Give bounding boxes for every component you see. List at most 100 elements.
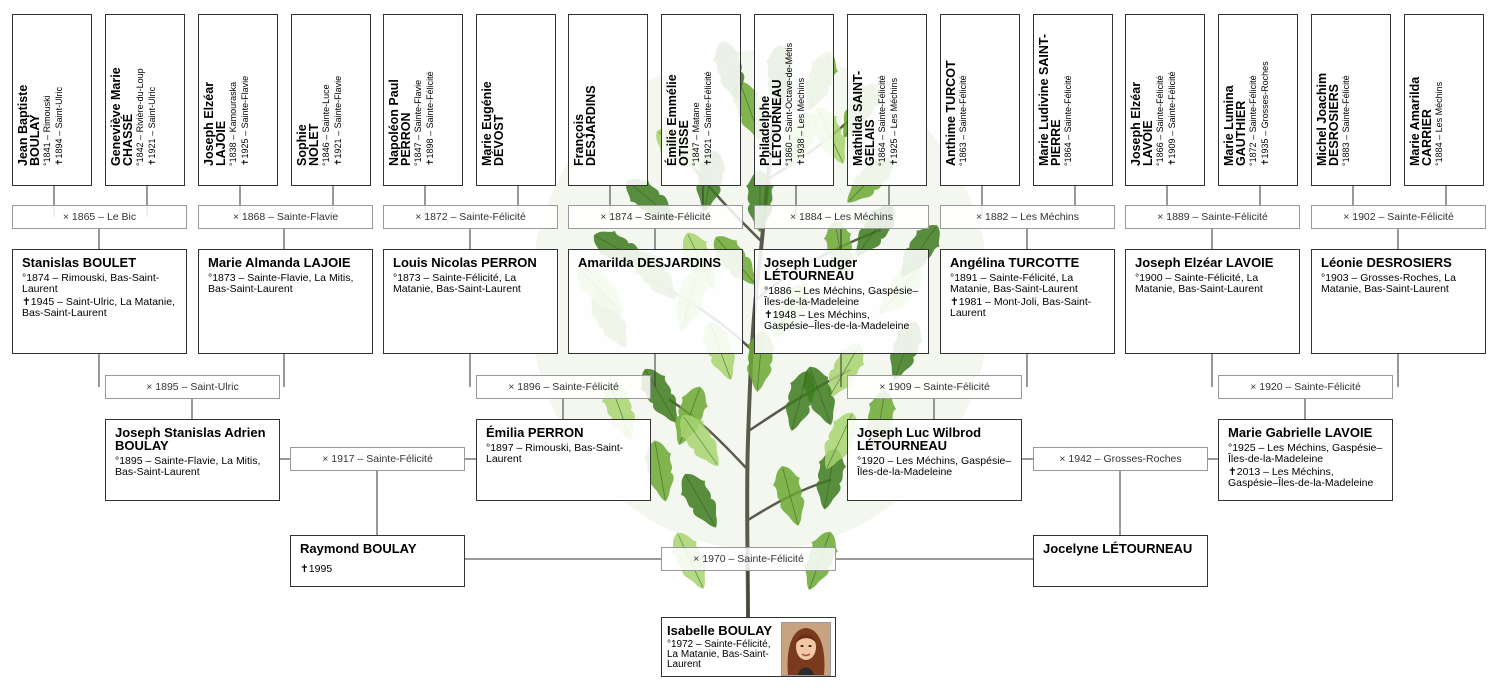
marriage-label: × 1902 – Sainte-Félicité — [1311, 205, 1486, 229]
birth-info: °1886 – Les Méchins, Gaspésie–Îles-de-la… — [764, 285, 919, 308]
person-card-leonie-desrosiers[interactable]: Léonie DESROSIERS °1903 – Grosses-Roches… — [1311, 249, 1486, 354]
person-card-joseph-elzear-lavoie-jr[interactable]: Joseph Elzéar LAVOIE °1900 – Sainte-Féli… — [1125, 249, 1300, 354]
birth-info: °1874 – Rimouski, Bas-Saint-Laurent — [22, 272, 160, 295]
birth-info: °1873 – Sainte-Flavie, La Mitis, Bas-Sai… — [208, 272, 354, 295]
death-info: ✝1898 – Sainte-Félicité — [425, 71, 435, 166]
birth-info: °1900 – Sainte-Félicité, La Matanie, Bas… — [1135, 272, 1263, 295]
person-name: Émilia PERRON — [486, 425, 584, 440]
person-card-mathilda-saint-gelais[interactable]: Mathilda SAINT-GELAIS°1864 – Sainte-Féli… — [847, 14, 927, 186]
person-card-stanislas-boulet[interactable]: Stanislas BOULET °1874 – Rimouski, Bas-S… — [12, 249, 187, 354]
death-info: ✝2013 – Les Méchins, Gaspésie–Îles-de-la… — [1228, 466, 1374, 489]
birth-info: °1883 – Sainte-Félicité — [1341, 75, 1351, 166]
person-name: Stanislas BOULET — [22, 255, 137, 270]
oak-leaf — [680, 414, 719, 467]
death-info: ✝1935 – Grosses-Roches — [1260, 61, 1270, 166]
person-card-marie-ludivine-saint-pierre[interactable]: Marie Ludivine SAINT-PIERRE°1864 – Saint… — [1033, 14, 1113, 186]
marriage-label: × 1909 – Sainte-Félicité — [847, 375, 1022, 399]
birth-info: °1897 – Rimouski, Bas-Saint-Laurent — [486, 442, 624, 465]
person-card-marie-almanda-lajoie[interactable]: Marie Almanda LAJOIE °1873 – Sainte-Flav… — [198, 249, 373, 354]
person-card-joseph-stanislas-adrien-boulay[interactable]: Joseph Stanislas Adrien BOULAY °1895 – S… — [105, 419, 280, 501]
marriage-label: × 1889 – Sainte-Félicité — [1125, 205, 1300, 229]
person-card-amarilda-desjardins[interactable]: Amarilda DESJARDINS — [568, 249, 743, 354]
birth-info: °1925 – Les Méchins, Gaspésie–Îles-de-la… — [1228, 442, 1383, 465]
death-info: ✝1945 – Saint-Ulric, La Matanie, Bas-Sai… — [22, 296, 175, 319]
person-name: Joseph Luc Wilbrod LÉTOURNEAU — [857, 425, 982, 453]
person-name: Joseph Elzéar LAVOIE — [1135, 255, 1274, 270]
person-card-louis-nicolas-perron[interactable]: Louis Nicolas PERRON °1873 – Sainte-Féli… — [383, 249, 558, 354]
person-name: Jocelyne LÉTOURNEAU — [1043, 541, 1193, 556]
birth-info: °1903 – Grosses-Roches, La Matanie, Bas-… — [1321, 272, 1456, 295]
person-name: Marie Almanda LAJOIE — [208, 255, 351, 270]
death-info: ✝1995 — [300, 563, 333, 575]
marriage-label: × 1884 – Les Méchins — [754, 205, 929, 229]
birth-info: °1847 – Matane — [691, 102, 701, 166]
marriage-label: × 1865 – Le Bic — [12, 205, 187, 229]
oak-leaf — [680, 473, 717, 528]
person-card-isabelle-boulay[interactable]: Isabelle BOULAY °1972 – Sainte-Félicité,… — [661, 617, 836, 677]
person-name: Amarilda DESJARDINS — [578, 255, 722, 270]
person-name: François DESJARDINS — [572, 85, 598, 166]
marriage-label: × 1868 – Sainte-Flavie — [198, 205, 373, 229]
oak-leaf — [828, 343, 865, 398]
person-name: Anthime TURCOT — [944, 60, 958, 166]
marriage-label: × 1882 – Les Méchins — [940, 205, 1115, 229]
person-card-angelina-turcotte[interactable]: Angélina TURCOTTE °1891 – Sainte-Félicit… — [940, 249, 1115, 354]
birth-info: °1891 – Sainte-Félicité, La Matanie, Bas… — [950, 272, 1078, 295]
marriage-label: × 1896 – Sainte-Félicité — [476, 375, 651, 399]
person-card-jocelyne-letourneau[interactable]: Jocelyne LÉTOURNEAU — [1033, 535, 1208, 587]
marriage-label: × 1920 – Sainte-Félicité — [1218, 375, 1393, 399]
person-card-francois-desjardins[interactable]: François DESJARDINS — [568, 14, 648, 186]
person-card-joseph-elzear-lavoie[interactable]: Joseph Elzéar LAVOIE°1866 – Sainte-Félic… — [1125, 14, 1205, 186]
death-info: ✝1909 – Sainte-Félicité — [1167, 71, 1177, 166]
birth-info: °1841 – Rimouski — [42, 95, 52, 166]
person-name: Mathilda SAINT-GELAIS — [851, 70, 877, 166]
person-name: Joseph Stanislas Adrien BOULAY — [115, 425, 266, 453]
person-card-anthime-turcot[interactable]: Anthime TURCOT°1863 – Sainte-Félicité — [940, 14, 1020, 186]
person-name: Marie Gabrielle LAVOIE — [1228, 425, 1373, 440]
person-card-joseph-ludger-letourneau[interactable]: Joseph Ludger LÉTOURNEAU °1886 – Les Méc… — [754, 249, 929, 354]
marriage-label: × 1970 – Sainte-Félicité — [661, 547, 836, 571]
person-name: Joseph Elzéar LAVOIE — [1129, 81, 1155, 166]
death-info: ✝1894 – Saint-Ulric — [54, 86, 64, 166]
death-info: ✝1981 – Mont-Joli, Bas-Saint-Laurent — [950, 296, 1092, 319]
marriage-label: × 1895 – Saint-Ulric — [105, 375, 280, 399]
birth-info: °1873 – Sainte-Félicité, La Matanie, Bas… — [393, 272, 521, 295]
marriage-label: × 1874 – Sainte-Félicité — [568, 205, 743, 229]
birth-info: °1864 – Sainte-Félicité — [1063, 75, 1073, 166]
birth-info: °1863 – Sainte-Félicité — [958, 75, 968, 166]
person-card-raymond-boulay[interactable]: Raymond BOULAY ✝1995 — [290, 535, 465, 587]
birth-info: °1920 – Les Méchins, Gaspésie–Îles-de-la… — [857, 455, 1012, 478]
person-card-emilia-perron[interactable]: Émilia PERRON °1897 – Rimouski, Bas-Sain… — [476, 419, 651, 501]
death-info: ✝1925 – Sainte-Flavie — [240, 75, 250, 166]
tree-branch — [668, 398, 750, 472]
person-name: Joseph Ludger LÉTOURNEAU — [764, 255, 858, 283]
death-info: ✝1925 – Les Méchins — [889, 77, 899, 166]
oak-leaf — [643, 440, 674, 502]
person-card-joseph-luc-wilbrod-letourneau[interactable]: Joseph Luc Wilbrod LÉTOURNEAU °1920 – Le… — [847, 419, 1022, 501]
birth-info: °1895 – Sainte-Flavie, La Mitis, Bas-Sai… — [115, 455, 261, 478]
death-info: ✝1921 – Sainte-Félicité — [703, 71, 713, 166]
marriage-label: × 1872 – Sainte-Félicité — [383, 205, 558, 229]
oak-leaf — [772, 466, 805, 526]
person-card-marie-gabrielle-lavoie[interactable]: Marie Gabrielle LAVOIE °1925 – Les Méchi… — [1218, 419, 1393, 501]
